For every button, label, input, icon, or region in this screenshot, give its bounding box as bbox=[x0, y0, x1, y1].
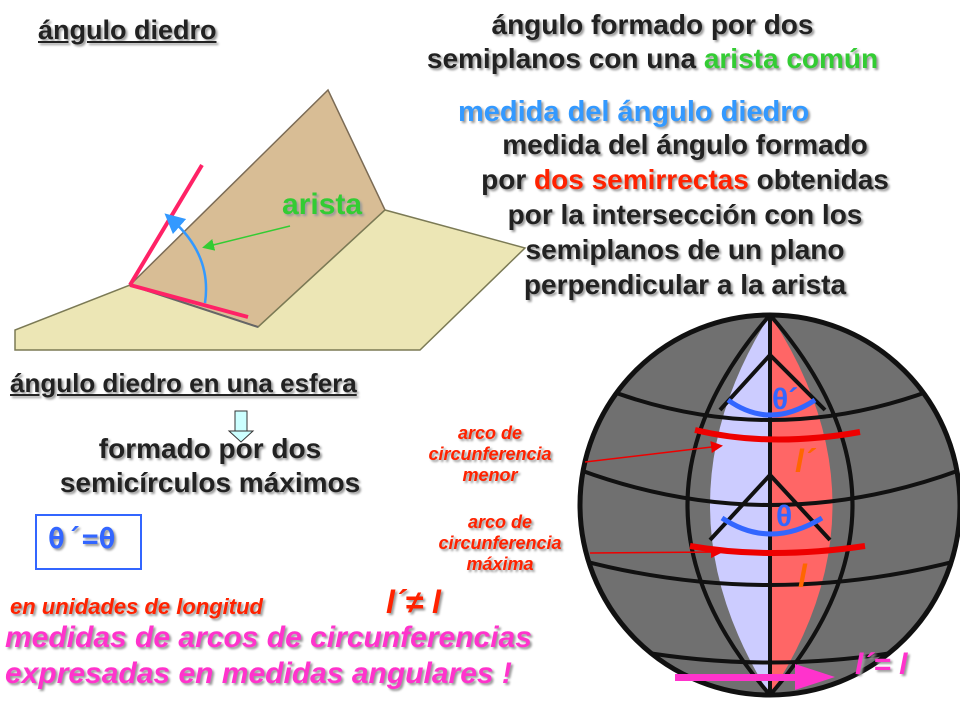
conclusion-line-2: expresadas en medidas angulares ! bbox=[5, 657, 512, 690]
sphere-diagram bbox=[577, 312, 960, 698]
major-arc-label-line-2: circunferencia bbox=[438, 533, 562, 553]
measure-text: medida del ángulo formado por dos semirr… bbox=[410, 127, 960, 302]
definition-line-1: ángulo formado por dos bbox=[491, 9, 814, 40]
conclusion-line-1: medidas de arcos de circunferencias bbox=[5, 621, 532, 654]
theta-prime-arc bbox=[726, 397, 817, 418]
theta-equality: θ´=θ bbox=[48, 522, 116, 555]
units-text: en unidades de longitud bbox=[10, 594, 263, 619]
angle-arc-arrow bbox=[164, 213, 208, 304]
minor-arc-label: arco de circunferencia menor bbox=[395, 423, 585, 486]
major-arc-length bbox=[689, 543, 866, 556]
minor-arc-pointer bbox=[584, 441, 723, 463]
upper-wedge bbox=[718, 352, 827, 412]
measure-line-4: semiplanos de un plano bbox=[525, 234, 845, 265]
right-arrow-icon bbox=[675, 664, 835, 690]
theta-arc bbox=[720, 515, 824, 537]
definition-line-2-text: semiplanos con una bbox=[426, 43, 704, 74]
measure-line-2: por dos semirrectas obtenidas bbox=[410, 162, 960, 197]
half-ray-horizontal bbox=[129, 283, 249, 319]
l-label: l bbox=[798, 558, 807, 594]
sphere-formed-line-1: formado por dos bbox=[98, 433, 322, 464]
edge-pointer-arrow bbox=[202, 225, 291, 251]
major-arc-label-line-3: máxima bbox=[466, 554, 534, 574]
lower-wedge bbox=[708, 472, 832, 542]
l-prime-label: l´ bbox=[795, 443, 815, 479]
down-arrow-icon bbox=[227, 410, 255, 443]
measure-line-1: medida del ángulo formado bbox=[502, 129, 868, 160]
major-arc-pointer bbox=[589, 546, 723, 559]
theta-label: θ bbox=[776, 500, 793, 533]
major-arc-label-line-1: arco de bbox=[467, 512, 533, 532]
minor-arc-label-line-1: arco de bbox=[457, 423, 523, 443]
sphere-formed-line-2: semicírculos máximos bbox=[59, 467, 361, 498]
major-arc-label: arco de circunferencia máxima bbox=[405, 512, 595, 575]
sphere-formed-text: formado por dos semicírculos máximos bbox=[0, 432, 420, 500]
theta-prime-label: θ´ bbox=[772, 383, 799, 416]
measure-line-2-suffix: obtenidas bbox=[748, 164, 889, 195]
length-equality: l´= l bbox=[855, 648, 908, 681]
conclusion-text: medidas de arcos de circunferencias expr… bbox=[5, 620, 532, 692]
horizontal-half-plane bbox=[14, 209, 527, 351]
measure-heading: medida del ángulo diedro bbox=[458, 96, 810, 128]
minor-arc-label-line-2: circunferencia bbox=[428, 444, 552, 464]
minor-arc-label-line-3: menor bbox=[462, 465, 518, 485]
theta-equality-box bbox=[35, 514, 142, 570]
definition-line-2: semiplanos con una arista común bbox=[350, 42, 955, 76]
length-inequality: l´≠ l bbox=[386, 584, 441, 620]
half-rays-highlight: dos semirrectas bbox=[534, 164, 749, 195]
dihedral-diagram bbox=[14, 88, 527, 351]
common-edge-highlight: arista común bbox=[703, 43, 879, 74]
measure-line-2-prefix: por bbox=[481, 164, 535, 195]
page-title: ángulo diedro bbox=[38, 15, 217, 45]
definition-text: ángulo formado por dos semiplanos con un… bbox=[350, 8, 955, 76]
measure-line-3: por la intersección con los bbox=[507, 199, 863, 230]
edge-label: arista bbox=[282, 188, 363, 221]
minor-arc-length bbox=[694, 427, 861, 443]
measure-line-5: perpendicular a la arista bbox=[523, 269, 847, 300]
sphere-heading: ángulo diedro en una esfera bbox=[10, 368, 357, 398]
